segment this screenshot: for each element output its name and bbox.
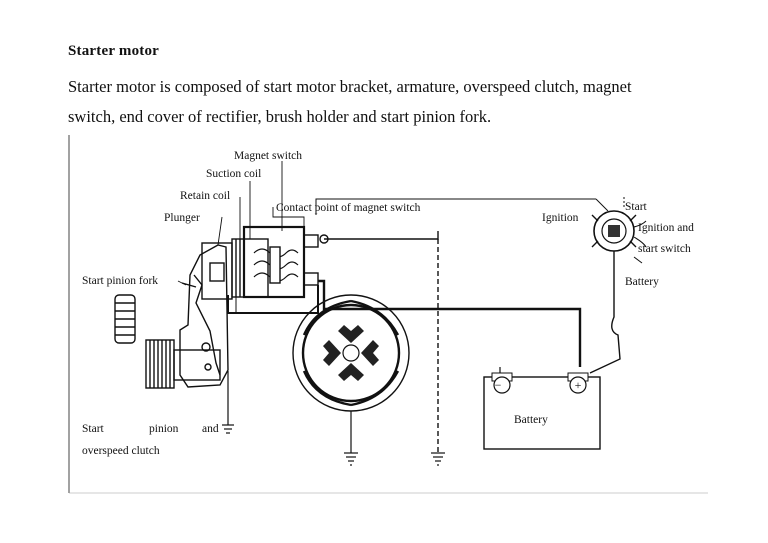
circuit-diagram: Magnet switch Suction coil Retain coil P… — [68, 135, 708, 494]
label-ignition: Ignition — [542, 212, 579, 224]
label-contact-point: Contact point of magnet switch — [276, 202, 421, 214]
chassis-ground-symbol — [431, 452, 445, 466]
contact-terminal-lower — [303, 272, 319, 286]
internal-lead — [227, 285, 319, 314]
battery-box — [483, 372, 601, 450]
starter-motor-drawing — [114, 225, 329, 425]
coil-windings — [231, 238, 269, 298]
label-battery: Battery — [514, 414, 548, 426]
label-ignition-and: Ignition and — [638, 222, 694, 234]
wiring — [235, 198, 621, 453]
label-leaders — [177, 161, 305, 286]
label-plunger: Plunger — [164, 212, 200, 224]
section-heading: Starter motor — [68, 43, 160, 59]
description-line-1: Starter motor is composed of start motor… — [68, 77, 632, 96]
caption-overspeed-clutch: overspeed clutch — [82, 445, 160, 457]
caption-and: and — [202, 423, 219, 435]
fork-pivot — [201, 342, 211, 352]
contact-terminal-upper — [303, 234, 319, 248]
armature-brushes — [323, 325, 379, 381]
description-line-2: switch, end cover of rectifier, brush ho… — [68, 107, 492, 126]
plus-sign: + — [575, 378, 582, 392]
ignition-switch-icon — [591, 195, 647, 264]
label-start: Start — [625, 201, 648, 213]
plunger — [209, 262, 225, 282]
label-retain-coil: Retain coil — [180, 190, 230, 202]
pinion-gear-icon — [114, 294, 136, 344]
overspeed-clutch-icon — [145, 339, 221, 389]
caption-pinion: pinion — [149, 423, 179, 435]
battery-positive-terminal — [569, 376, 587, 394]
label-suction-coil: Suction coil — [206, 168, 261, 180]
starter-motor-circuit-figure: Magnet switch Suction coil Retain coil P… — [68, 135, 710, 495]
caption-start: Start — [82, 423, 105, 435]
minus-sign: − — [495, 378, 502, 392]
label-start-pinion-fork: Start pinion fork — [82, 275, 158, 287]
armature-disc — [292, 294, 410, 453]
pinion-fork-lever — [193, 274, 221, 376]
battery-negative-terminal — [493, 376, 511, 394]
magnet-switch-box — [242, 225, 306, 299]
fork-pin — [204, 363, 212, 371]
label-battery-terminal: Battery — [625, 276, 659, 288]
motor-bracket — [179, 244, 229, 388]
label-magnet-switch: Magnet switch — [234, 150, 302, 162]
label-start-switch: start switch — [638, 243, 691, 255]
armature-ground-symbol — [344, 452, 358, 466]
motor-ground-symbol — [222, 424, 234, 434]
